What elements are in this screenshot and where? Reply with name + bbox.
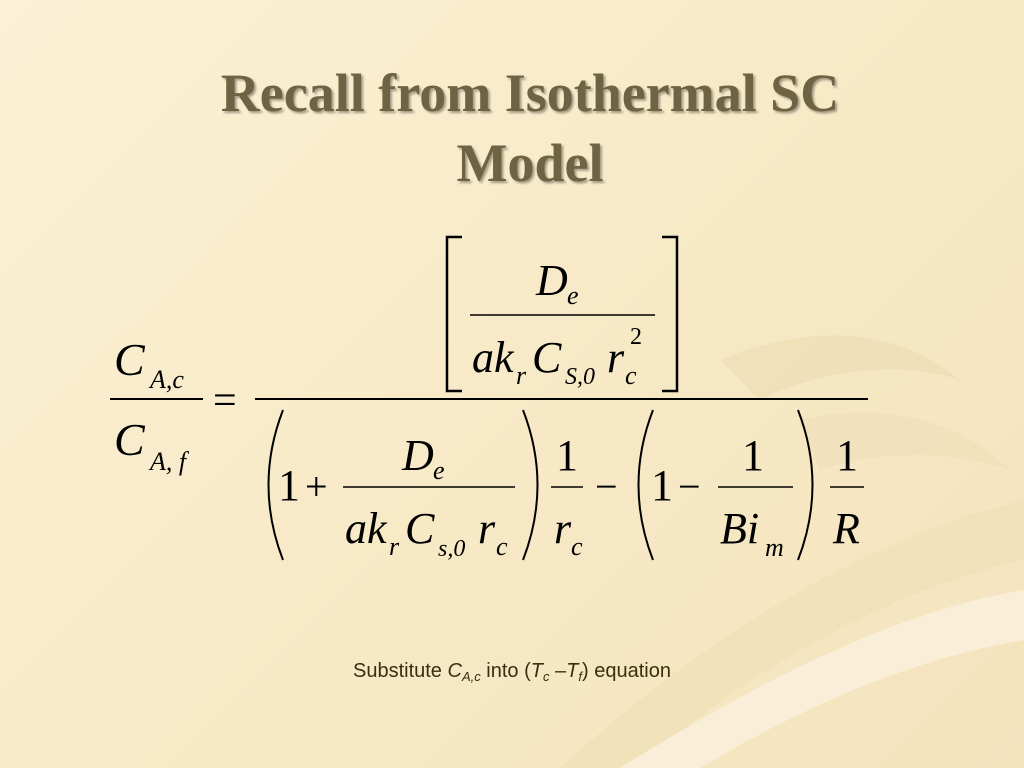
right-paren-1 (522, 409, 539, 561)
den-r: r (389, 532, 400, 561)
den-one-1: 1 (278, 461, 300, 510)
caption-suffix: ) equation (582, 660, 671, 682)
den-ak: ak (345, 504, 388, 553)
right-paren-2 (797, 409, 814, 561)
slide-title: Recall from Isothermal SC Model (120, 58, 940, 198)
caption-middle: into ( (480, 660, 531, 682)
den-C: C (405, 504, 435, 553)
den-one-2: 1 (651, 461, 673, 510)
frac-rc-one: 1 (556, 431, 578, 480)
den-minus-2: − (678, 464, 701, 509)
caption-C-sub: A,c (461, 669, 481, 684)
num-r: r (516, 361, 527, 390)
caption-dash: – (549, 660, 567, 682)
equation: C A,c C A, f = D e ak r C S,0 r c 2 1 + … (110, 235, 868, 562)
num-e: e (567, 281, 579, 310)
left-paren-1 (267, 409, 284, 561)
caption-T2-sub: f (578, 669, 583, 684)
right-square-bracket (662, 235, 679, 393)
frac-bi-one: 1 (742, 431, 764, 480)
left-square-bracket (445, 235, 462, 393)
lhs-denominator-C: C (114, 414, 146, 465)
frac-R-one: 1 (836, 431, 858, 480)
num-S0: S,0 (565, 364, 595, 390)
frac-bi-Bi: Bi (720, 504, 759, 553)
equals-sign: = (213, 378, 237, 424)
den-plus: + (305, 464, 328, 509)
num-rc-r: r (607, 333, 625, 382)
frac-rc-r: r (554, 504, 572, 553)
caption-T2: T (566, 660, 579, 682)
frac-rc-c: c (571, 532, 583, 561)
lhs-numerator-C: C (114, 334, 146, 385)
den-rc-r: r (478, 504, 496, 553)
caption-T1: T (530, 660, 543, 682)
den-D: D (401, 431, 434, 480)
caption-prefix: Substitute (352, 660, 448, 682)
den-rc-c: c (496, 532, 508, 561)
num-rc-c: c (625, 361, 637, 390)
den-minus-1: − (595, 464, 618, 509)
den-s0: s,0 (438, 536, 465, 562)
num-C: C (532, 333, 562, 382)
frac-R-R: R (832, 504, 860, 553)
den-e: e (433, 456, 445, 485)
lhs-numerator-sub: A,c (148, 365, 184, 394)
title-line-2: Model (456, 133, 604, 193)
caption-C: C (447, 660, 462, 682)
caption-T1-sub: c (543, 669, 550, 684)
left-paren-2 (637, 409, 654, 561)
frac-bi-m: m (765, 533, 784, 562)
num-ak: ak (472, 333, 515, 382)
num-D: D (535, 256, 568, 305)
num-square: 2 (630, 324, 642, 350)
title-line-1: Recall from Isothermal SC (220, 63, 840, 123)
lhs-denominator-sub: A, f (148, 447, 190, 476)
caption: Substitute CA,c into (Tc –Tf) equation (0, 660, 1024, 684)
